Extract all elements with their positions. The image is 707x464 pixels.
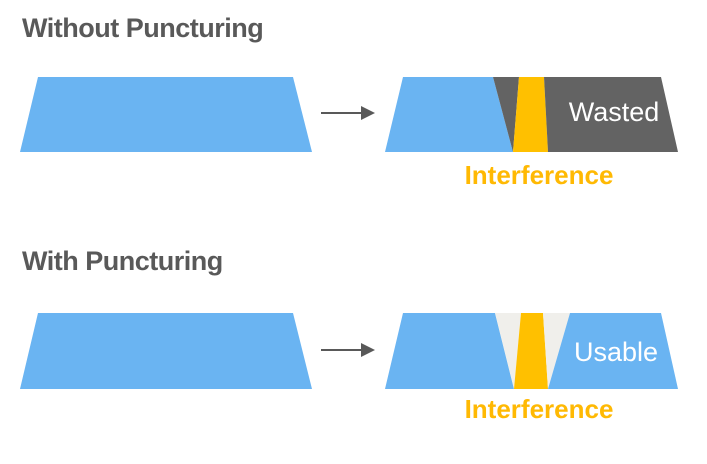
spectrum-kept-left-region xyxy=(385,313,514,389)
spectrum-usable-right-region xyxy=(548,313,678,389)
wasted-main-region xyxy=(544,77,678,152)
interference-label: Interference xyxy=(464,394,614,424)
spectrum-kept-left-region xyxy=(385,77,513,152)
usable-label: Usable xyxy=(573,337,659,367)
arrow-right-icon xyxy=(321,343,375,357)
row-without-puncturing-graphics xyxy=(20,77,678,152)
spectrum-block-before xyxy=(20,313,312,389)
interference-label: Interference xyxy=(464,160,614,190)
punctured-wedge-left xyxy=(495,313,521,389)
interference-beam xyxy=(514,313,548,389)
wasted-wedge-region xyxy=(493,77,519,152)
title-with-puncturing: With Puncturing xyxy=(22,246,223,276)
arrow-right-icon xyxy=(321,106,375,120)
interference-beam xyxy=(513,77,548,152)
row-with-puncturing-graphics xyxy=(20,313,678,389)
title-without-puncturing: Without Puncturing xyxy=(22,13,264,43)
wasted-label: Wasted xyxy=(568,97,660,127)
punctured-wedge-right xyxy=(543,313,570,389)
spectrum-block-before xyxy=(20,77,312,152)
